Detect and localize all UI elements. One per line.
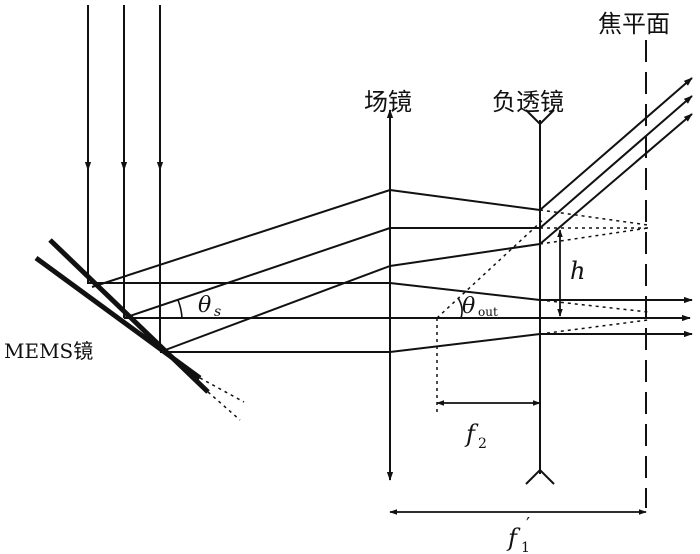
- negative-lens-label: 负透镜: [492, 88, 564, 116]
- scanned-beam-1: [91, 189, 391, 288]
- intermediate-beams: [389, 189, 541, 353]
- scanned-beams: [91, 189, 391, 353]
- output-beam-diag-2: [539, 95, 693, 229]
- theta-s-arc: [177, 299, 183, 319]
- theta-out-symbol: θ: [462, 294, 475, 319]
- mems-mirror-extension-b: [207, 391, 241, 421]
- negative-lens-top-cap: [525, 109, 555, 126]
- f2-symbol: f: [464, 420, 479, 448]
- scanned-beam-2: [123, 227, 391, 319]
- intermediate-beam-4: [389, 282, 541, 301]
- focal-plane-label: 焦平面: [598, 10, 670, 38]
- theta-s-subscript: s: [214, 304, 221, 320]
- mems-mirror-extension-a: [199, 377, 245, 403]
- negative-lens: [525, 109, 555, 485]
- theta-out-arc: [457, 297, 463, 319]
- intermediate-beam-3: [389, 243, 541, 267]
- virtual-ext-5: [539, 319, 649, 335]
- mems-mirror: [34, 238, 245, 421]
- f1-prime-mark: ′: [526, 514, 530, 535]
- field-lens-label: 场镜: [364, 88, 412, 116]
- virtual-ext-4: [539, 299, 649, 313]
- intermediate-beam-1: [389, 189, 541, 211]
- h-label: h: [570, 257, 585, 285]
- output-beam-diag-3: [539, 113, 693, 245]
- negative-lens-bottom-cap: [525, 468, 555, 485]
- scanned-beam-3: [159, 265, 391, 353]
- f1-prime-subscript: 1: [521, 540, 530, 554]
- theta-s-symbol: θ: [198, 293, 211, 318]
- f2-subscript: 2: [478, 436, 487, 452]
- theta-out-subscript: out: [478, 305, 498, 319]
- virtual-backtrace: [436, 217, 546, 319]
- virtual-ext-1: [539, 209, 649, 226]
- mems-mirror-label: MEMS镜: [4, 339, 93, 363]
- intermediate-beam-5: [389, 333, 541, 353]
- output-beams: [539, 77, 693, 338]
- output-beam-diag-1: [539, 77, 693, 211]
- virtual-extensions: [436, 209, 649, 412]
- incident-beams: [84, 5, 164, 350]
- f1-prime-symbol: f: [506, 524, 521, 552]
